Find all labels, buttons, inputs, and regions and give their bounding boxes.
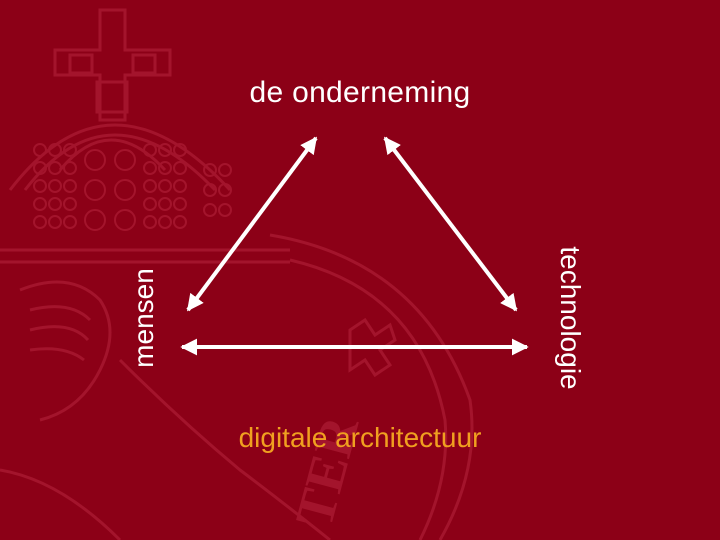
label-mensen: mensen: [128, 268, 159, 368]
label-de-onderneming: de onderneming: [249, 76, 471, 109]
arrow-onderneming-mensen: [186, 136, 318, 312]
arrow-onderneming-technologie: [383, 136, 518, 312]
label-technologie: technologie: [555, 246, 586, 390]
label-digitale-architectuur: digitale architectuur: [238, 422, 482, 453]
